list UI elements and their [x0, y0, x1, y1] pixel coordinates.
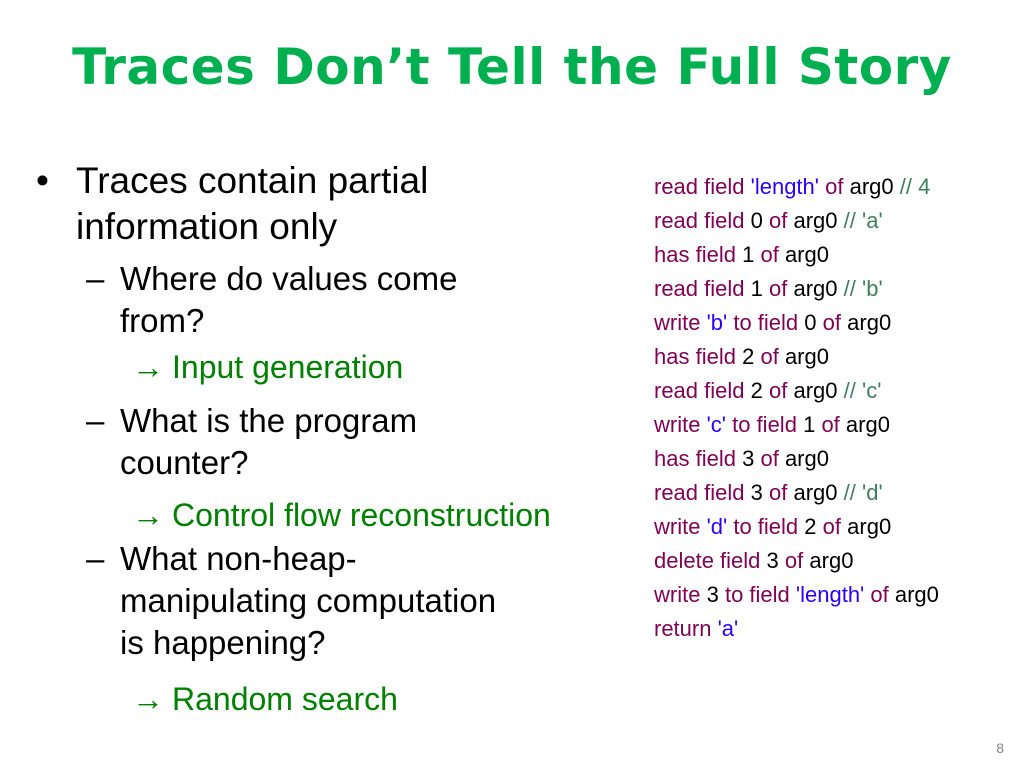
main-bullet-line2: information only	[76, 206, 338, 247]
trace-line: write 3 to field 'length' of arg0	[654, 582, 939, 607]
sub-bullet-values: – Where do values come from?	[36, 258, 636, 342]
trace-line: write 'b' to field 0 of arg0	[654, 310, 892, 335]
sub-bullet-computation: – What non-heap- manipulating computatio…	[36, 538, 636, 664]
sub-bullet-line: manipulating computation	[120, 582, 497, 619]
trace-line: read field 'length' of arg0 // 4	[654, 174, 931, 199]
trace-line: has field 3 of arg0	[654, 446, 829, 471]
trace-line: return 'a'	[654, 616, 739, 641]
right-arrow-icon: →	[132, 349, 164, 385]
sub-bullet-line: from?	[120, 302, 205, 339]
sub-bullet-line: What non-heap-	[120, 540, 357, 577]
answer-control-flow: →Control flow reconstruction	[36, 494, 636, 536]
right-arrow-icon: →	[132, 681, 164, 717]
trace-listing: read field 'length' of arg0 // 4 read fi…	[654, 170, 1024, 646]
answer-random-search: →Random search	[36, 678, 636, 720]
bullet-list: • Traces contain partial information onl…	[36, 158, 636, 720]
answer-text: Random search	[172, 681, 398, 717]
trace-line: has field 2 of arg0	[654, 344, 829, 369]
trace-line: read field 1 of arg0 // 'b'	[654, 276, 883, 301]
trace-line: read field 3 of arg0 // 'd'	[654, 480, 883, 505]
trace-line: read field 0 of arg0 // 'a'	[654, 208, 883, 233]
answer-input-generation: →Input generation	[36, 346, 636, 388]
trace-line: write 'c' to field 1 of arg0	[654, 412, 890, 437]
page-number: 8	[996, 740, 1004, 756]
sub-bullet-line: counter?	[120, 444, 249, 481]
main-bullet: • Traces contain partial information onl…	[36, 158, 636, 250]
right-arrow-icon: →	[132, 497, 164, 533]
trace-line: write 'd' to field 2 of arg0	[654, 514, 892, 539]
sub-bullet-line: Where do values come	[120, 260, 458, 297]
sub-bullet-counter: – What is the program counter?	[36, 400, 636, 484]
trace-line: read field 2 of arg0 // 'c'	[654, 378, 882, 403]
answer-text: Control flow reconstruction	[172, 497, 551, 533]
main-bullet-line1: Traces contain partial	[76, 160, 429, 201]
trace-line: delete field 3 of arg0	[654, 548, 854, 573]
sub-bullet-line: What is the program	[120, 402, 418, 439]
trace-line: has field 1 of arg0	[654, 242, 829, 267]
sub-bullet-line: is happening?	[120, 624, 326, 661]
slide-title: Traces Don’t Tell the Full Story	[72, 38, 952, 96]
bullet-dot-icon: •	[36, 160, 49, 201]
answer-text: Input generation	[172, 349, 404, 385]
